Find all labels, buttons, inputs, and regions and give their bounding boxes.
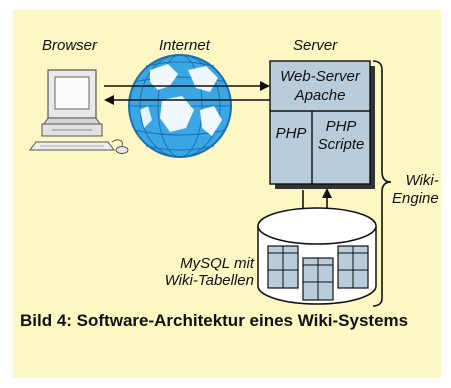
figure-caption: Bild 4: Software-Architektur eines Wiki-…: [20, 311, 409, 330]
wiki-engine-label: Wiki- Engine: [392, 172, 439, 208]
server-label: Server: [293, 37, 338, 54]
mysql-label: MySQL mit Wiki-Tabellen: [162, 255, 254, 289]
computer-icon: [29, 69, 129, 154]
browser-label: Browser: [42, 37, 98, 54]
globe-icon: [128, 54, 232, 158]
table-icon: [267, 245, 299, 289]
table-icon: [337, 245, 369, 289]
request-arrow: [104, 81, 270, 91]
internet-label: Internet: [159, 37, 210, 54]
web-server-label-2: Apache: [294, 87, 346, 104]
wiki-engine-label-1: Wiki-: [405, 172, 439, 189]
mysql-label-2: Wiki-Tabellen: [164, 272, 254, 289]
web-server-label-1: Web-Server: [280, 68, 361, 85]
wiki-engine-label-2: Engine: [392, 190, 439, 207]
mysql-label-1: MySQL mit: [180, 255, 254, 272]
php-scripte-label-2: Scripte: [318, 136, 365, 153]
response-arrow: [104, 95, 270, 105]
table-icon: [302, 257, 334, 301]
php-label: PHP: [276, 125, 307, 142]
database-icon: [257, 207, 377, 305]
wiki-engine-bracket: [372, 60, 392, 307]
php-scripte-label-1: PHP: [326, 118, 357, 135]
server-box: [269, 60, 371, 185]
